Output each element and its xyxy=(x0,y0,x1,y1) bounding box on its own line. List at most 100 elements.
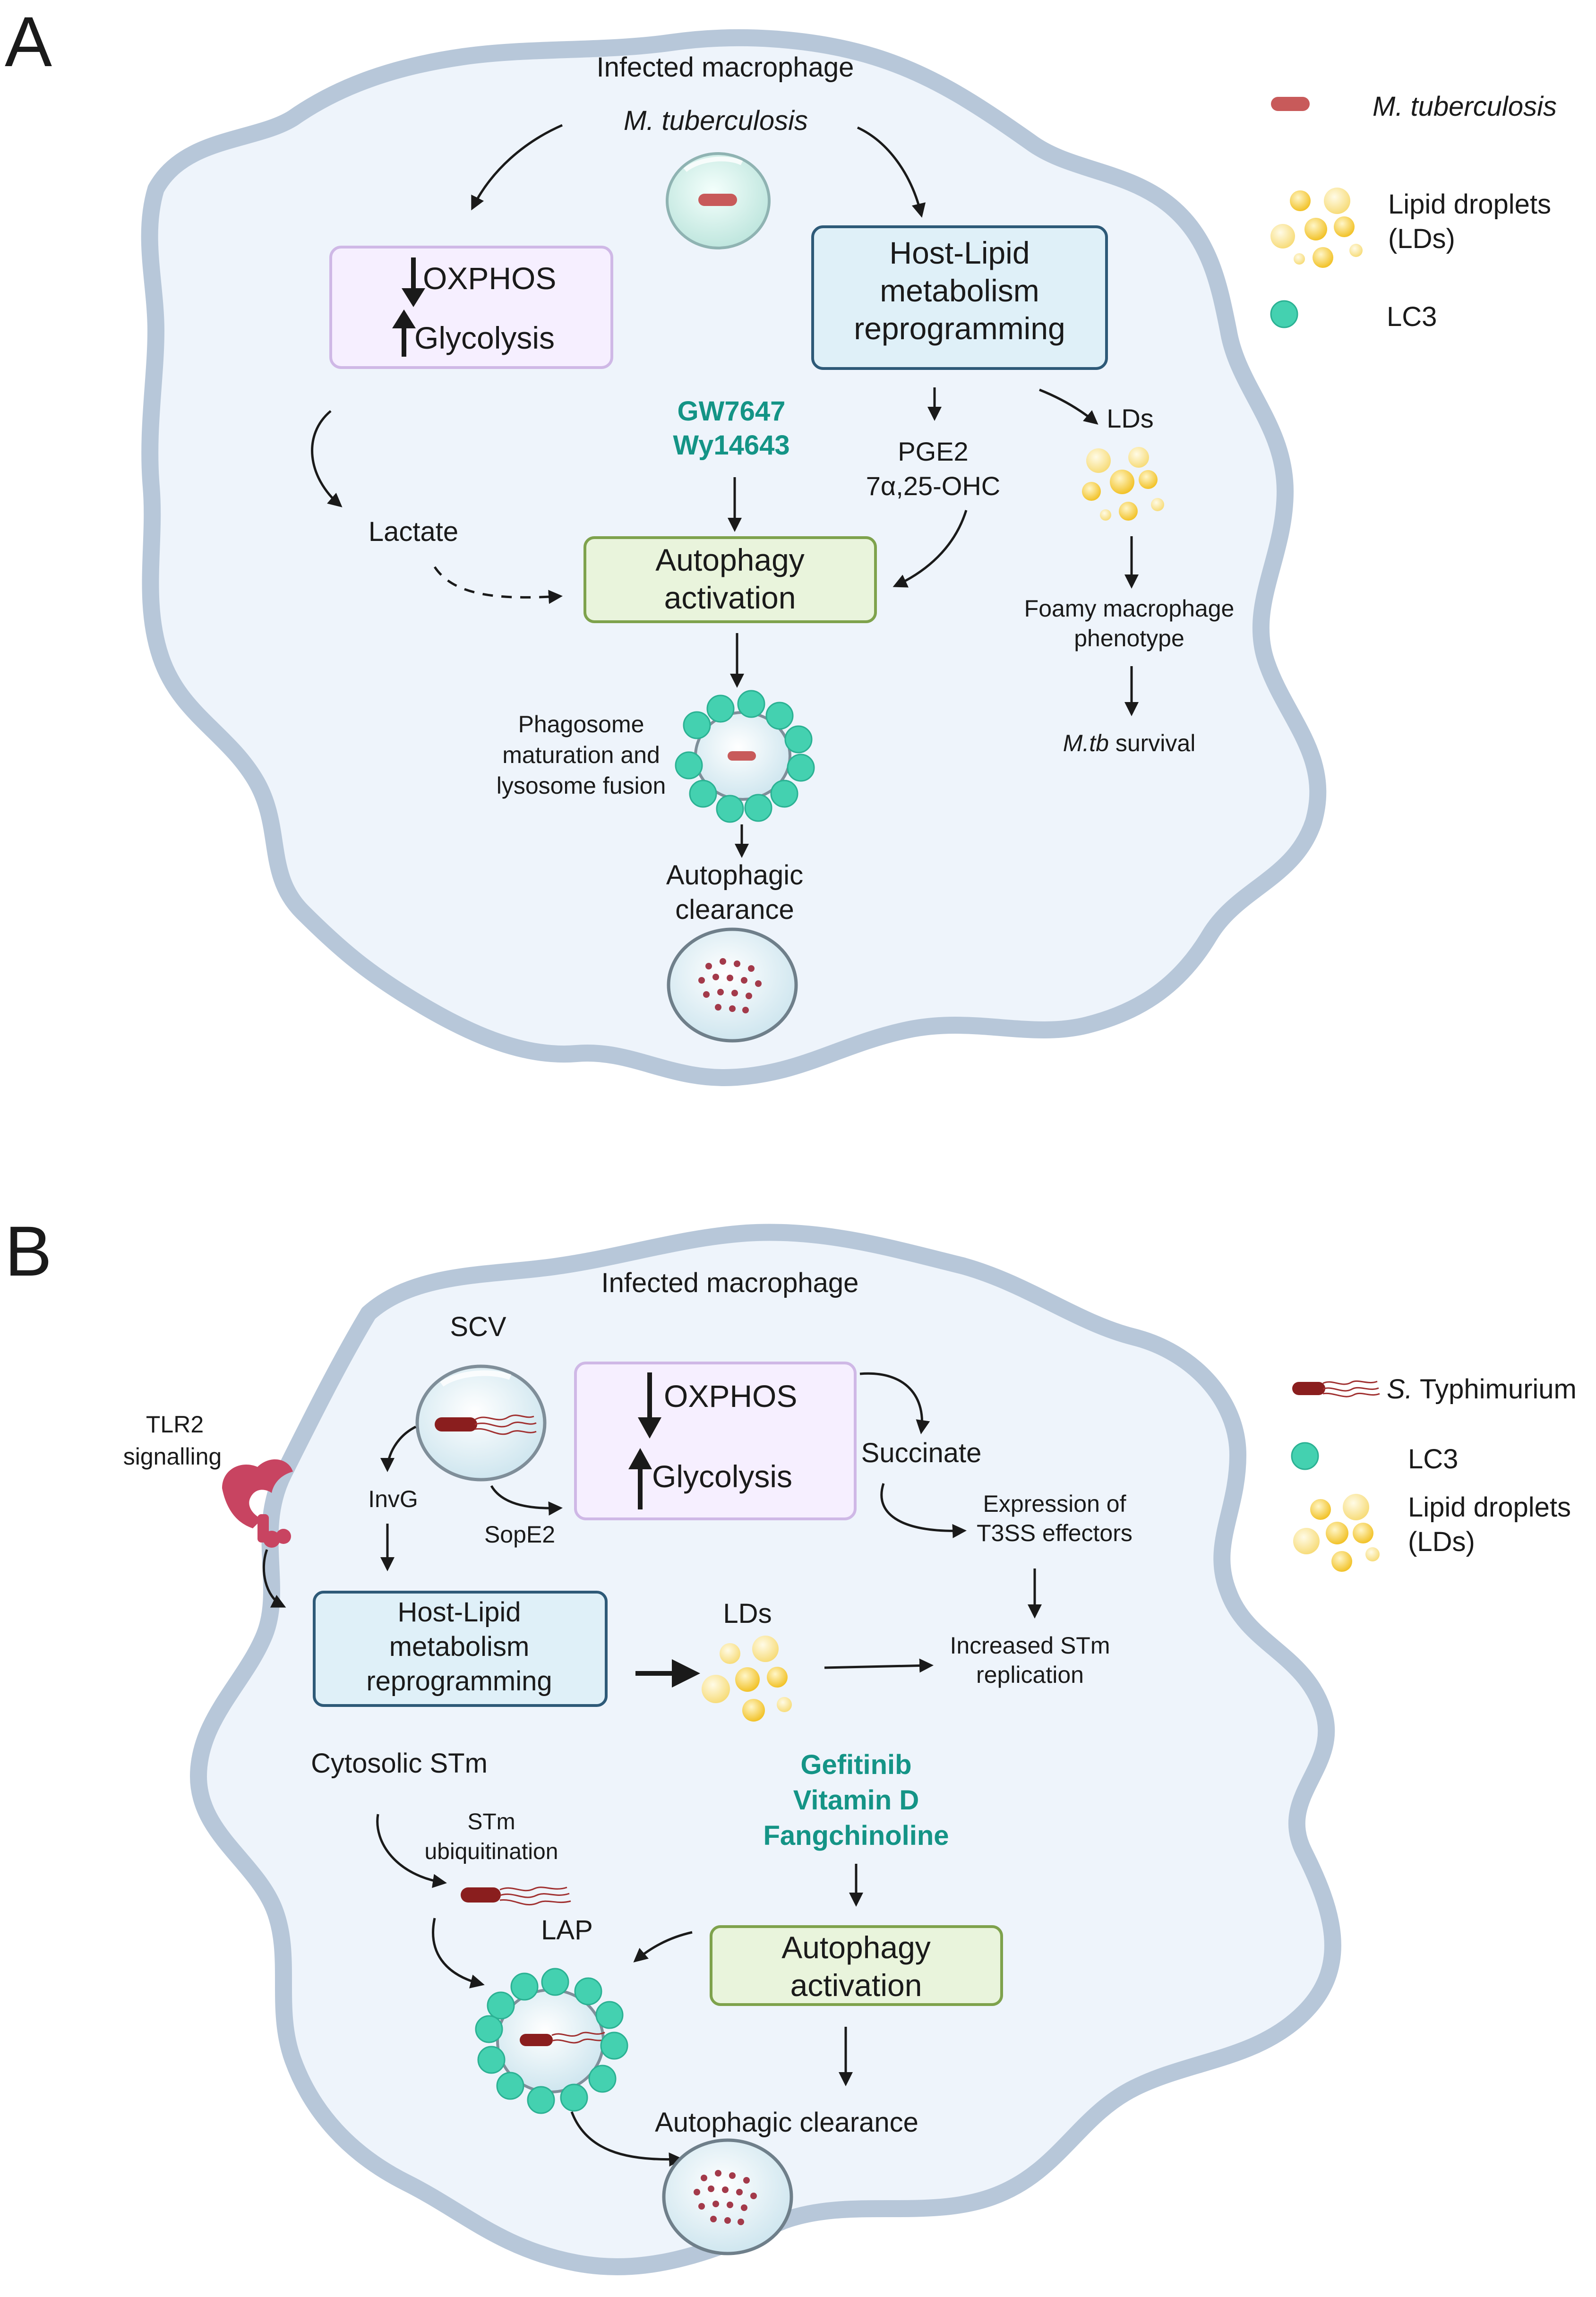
arrow-to-ubiquitination xyxy=(376,1814,447,1888)
legend-lc3-label-a: LC3 xyxy=(1387,301,1437,332)
arrow-to-lap xyxy=(432,1918,485,1988)
increased-line2: replication xyxy=(976,1662,1084,1688)
oxphos-label-b: OXPHOS xyxy=(664,1379,797,1414)
lipid-droplets-a xyxy=(1082,447,1164,521)
scv-label: SCV xyxy=(450,1311,506,1342)
arrow-to-hostlipid xyxy=(857,126,926,218)
ubiq-line2: ubiquitination xyxy=(425,1839,558,1864)
hostlipid-line1-a: Host-Lipid xyxy=(889,235,1030,270)
degraded-bacteria-dots xyxy=(698,958,762,1013)
lap-label: LAP xyxy=(541,1915,593,1946)
autolysosome-a xyxy=(667,927,798,1043)
legend-b: S. Typhimurium LC3 Lipid droplets (LDs) xyxy=(1291,1374,1577,1572)
drug-vitamin-d: Vitamin D xyxy=(793,1785,919,1816)
pge2-label: PGE2 xyxy=(898,437,968,466)
glycolysis-label-b: Glycolysis xyxy=(652,1459,792,1494)
lipid-droplets-b xyxy=(702,1636,792,1722)
panel-letter-b: B xyxy=(5,1211,52,1291)
ubiquitinated-salmonella-icon xyxy=(461,1886,571,1906)
mtb-bacterium-icon xyxy=(698,194,737,206)
sope2-label: SopE2 xyxy=(484,1521,555,1548)
arrow-tlr2-to-hostlipid xyxy=(262,1549,286,1608)
metabolism-box-a: OXPHOS Glycolysis xyxy=(329,246,613,369)
glycolysis-label-a: Glycolysis xyxy=(414,320,555,355)
arrow-to-oxphos xyxy=(471,124,563,211)
legend-lc3-label-b: LC3 xyxy=(1408,1444,1458,1474)
autophagy-box-a: Autophagy activation xyxy=(583,536,877,623)
drug-gw7647: GW7647 xyxy=(678,396,786,427)
phago-line1: Phagosome xyxy=(518,711,644,737)
foamy-line1: Foamy macrophage xyxy=(1024,595,1235,622)
legend-mtb-icon xyxy=(1271,97,1310,111)
lc3-phagosome-a xyxy=(675,690,815,823)
salmonella-bacterium-icon xyxy=(520,2034,553,2046)
legend-lipid-line1-a: Lipid droplets xyxy=(1388,189,1551,220)
legend-salmonella-label: S. Typhimurium xyxy=(1387,1374,1577,1405)
panel-a: A Infected macrophage M. tuberculosis OX… xyxy=(5,2,1557,1086)
tlr2-line1: TLR2 xyxy=(146,1411,204,1438)
arrow-pge2-to-autophagy xyxy=(892,510,968,588)
autophagy-line1-a: Autophagy xyxy=(655,542,805,577)
mtb-bacterium-icon xyxy=(728,751,756,761)
arrow-scv-to-invg xyxy=(380,1425,417,1472)
panel-b: B Infected macrophage SCV TLR2 signallin… xyxy=(5,1211,1577,2275)
arrow-succinate-to-t3ss xyxy=(880,1483,967,1538)
pathogen-label-a: M. tuberculosis xyxy=(624,105,808,136)
mtb-survival: M.tb survival xyxy=(1063,730,1196,756)
legend-lipid-line2-b: (LDs) xyxy=(1408,1526,1475,1557)
hostlipid-box-a: Host-Lipid metabolism reprogramming xyxy=(811,225,1108,370)
arrow-down-icon xyxy=(638,1372,661,1439)
autolysosome-b xyxy=(662,2138,793,2255)
arrow-autophagy-to-lap xyxy=(633,1931,693,1963)
legend-lipid-line1-b: Lipid droplets xyxy=(1408,1492,1571,1523)
arrow-to-lds-a xyxy=(1039,388,1098,425)
hostlipid-line2-b: metabolism xyxy=(389,1631,530,1662)
autophagy-line2-b: activation xyxy=(790,1968,922,2003)
legend-lc3-icon-a xyxy=(1270,300,1298,328)
lap-vesicle xyxy=(475,1968,628,2114)
arrow-up-icon xyxy=(392,309,416,357)
arrow-down-icon xyxy=(402,257,425,307)
drug-wy14643: Wy14643 xyxy=(673,430,789,461)
legend-a: M. tuberculosis Lipid droplets (LDs) LC3 xyxy=(1270,91,1557,332)
arrow-to-succinate xyxy=(859,1372,930,1434)
hostlipid-line1-b: Host-Lipid xyxy=(397,1597,521,1628)
hostlipid-line3-a: reprogramming xyxy=(854,311,1065,346)
legend-lipid-icon xyxy=(1293,1494,1380,1572)
autophagy-line2-a: activation xyxy=(664,580,796,615)
cell-title-a: Infected macrophage xyxy=(597,52,854,83)
cell-title-b: Infected macrophage xyxy=(601,1268,859,1298)
drug-fangchinoline: Fangchinoline xyxy=(763,1820,949,1851)
hostlipid-box-b: Host-Lipid metabolism reprogramming xyxy=(313,1591,608,1707)
foamy-line2: phenotype xyxy=(1074,625,1184,651)
legend-lc3-icon-b xyxy=(1291,1442,1319,1470)
invg-label: InvG xyxy=(368,1486,418,1512)
lds-label-b: LDs xyxy=(723,1598,772,1629)
degraded-bacteria-dots xyxy=(694,2170,757,2225)
hostlipid-line3-b: reprogramming xyxy=(366,1666,552,1697)
clearance-line1-a: Autophagic xyxy=(666,860,803,891)
drug-gefitinib: Gefitinib xyxy=(800,1749,911,1780)
legend-mtb-label: M. tuberculosis xyxy=(1373,91,1557,122)
arrow-lap-to-clearance xyxy=(570,2111,683,2167)
oxphos-label-a: OXPHOS xyxy=(423,261,556,296)
lactate-label: Lactate xyxy=(369,516,458,547)
clearance-line2-a: clearance xyxy=(675,894,794,925)
tlr2-receptor-icon xyxy=(222,1459,293,1548)
hostlipid-line2-a: metabolism xyxy=(880,273,1039,308)
legend-salmonella-icon xyxy=(1292,1380,1380,1397)
lds-label-a: LDs xyxy=(1107,403,1154,433)
tlr2-line2: signalling xyxy=(123,1443,222,1470)
phago-line2: maturation and xyxy=(502,742,660,768)
arrow-up-icon xyxy=(628,1448,652,1509)
arrow-to-lactate xyxy=(311,410,343,507)
macrophage-cell-b xyxy=(190,1224,1341,2275)
clearance-label-b: Autophagic clearance xyxy=(655,2107,918,2138)
ohc-label: 7α,25-OHC xyxy=(866,471,1000,501)
phagosome-mtb xyxy=(666,152,771,249)
arrow-scv-to-metabolism xyxy=(490,1485,563,1516)
succinate-label: Succinate xyxy=(861,1438,982,1468)
phago-line3: lysosome fusion xyxy=(497,772,666,799)
metabolism-box-b: OXPHOS Glycolysis xyxy=(574,1362,857,1520)
